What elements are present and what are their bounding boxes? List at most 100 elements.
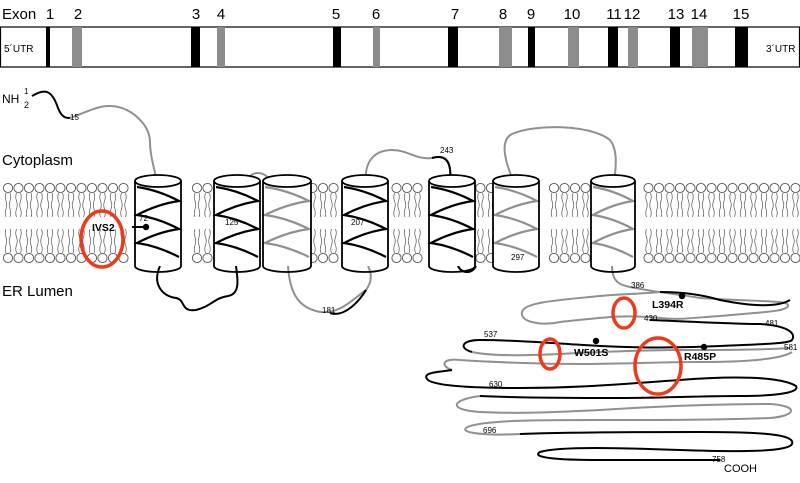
residue-297: 297 bbox=[511, 253, 525, 262]
c-terminus-label: COOH bbox=[724, 463, 757, 475]
lipid bbox=[790, 182, 800, 264]
mutation-l394r: L394R bbox=[652, 299, 684, 311]
cyto-loop-5 bbox=[503, 126, 617, 183]
lipid bbox=[13, 182, 24, 264]
exon-block-12 bbox=[628, 27, 638, 67]
exon-number-3: 3 bbox=[192, 6, 200, 23]
r485p-site-dot bbox=[700, 343, 708, 351]
lumen-loop-2-black bbox=[329, 289, 367, 315]
exon-block-8 bbox=[499, 27, 512, 67]
strand-630 bbox=[425, 369, 798, 400]
exon-block-6 bbox=[373, 27, 380, 67]
exon-label: Exon bbox=[2, 6, 36, 23]
lipid bbox=[748, 182, 759, 264]
exon-number-5: 5 bbox=[332, 6, 340, 23]
mutation-r485p: R485P bbox=[684, 351, 716, 363]
exon-block-7 bbox=[448, 27, 458, 67]
lipid bbox=[653, 182, 665, 264]
exon-block-3 bbox=[191, 27, 200, 67]
exon-number-15: 15 bbox=[733, 6, 750, 23]
exon-number-2: 2 bbox=[74, 6, 82, 23]
lipid bbox=[685, 182, 696, 264]
exon-number-6: 6 bbox=[372, 6, 380, 23]
loops bbox=[31, 90, 627, 315]
strand-386-430 bbox=[520, 285, 789, 325]
exon-number-13: 13 bbox=[668, 6, 685, 23]
lipid bbox=[202, 182, 213, 264]
lumen-loop-1 bbox=[156, 265, 239, 312]
residue-125: 125 bbox=[225, 218, 239, 227]
lipid bbox=[191, 182, 203, 264]
l394r-site-dot bbox=[678, 292, 686, 300]
tm-helix-4 bbox=[340, 174, 390, 273]
gene-bar bbox=[0, 26, 800, 68]
n-terminus-label: NH bbox=[2, 92, 19, 106]
lipid bbox=[664, 182, 675, 264]
lipid bbox=[559, 182, 570, 264]
lipid bbox=[317, 182, 329, 264]
n-terminus-subscript: 2 bbox=[24, 100, 29, 110]
lipid bbox=[674, 182, 686, 264]
residue-581: 581 bbox=[784, 343, 798, 352]
cytoplasm-label: Cytoplasm bbox=[2, 152, 73, 169]
residue-386: 386 bbox=[631, 281, 645, 290]
tm-helix-3 bbox=[261, 174, 313, 273]
exon-block-11 bbox=[608, 27, 618, 67]
utr-3-label: 3´UTR bbox=[766, 43, 795, 55]
strand-581 bbox=[443, 351, 793, 371]
residue-181: 181 bbox=[322, 306, 336, 315]
tm-helix-6 bbox=[491, 174, 541, 273]
strand-l394r bbox=[659, 291, 791, 307]
r485p-highlight-ring bbox=[633, 336, 683, 396]
mutation-w501s: W501S bbox=[574, 347, 608, 359]
n-term-segment bbox=[31, 90, 71, 119]
residue-537: 537 bbox=[484, 330, 498, 339]
transmembrane-helices bbox=[133, 174, 637, 273]
mutation-ivs2: IVS2 bbox=[92, 222, 115, 234]
lipid bbox=[391, 182, 402, 264]
residue-207: 207 bbox=[351, 218, 365, 227]
exon-number-7: 7 bbox=[451, 6, 459, 23]
lipid bbox=[44, 182, 56, 264]
strand-696 bbox=[455, 395, 792, 436]
lipid bbox=[23, 182, 35, 264]
exon-number-1: 1 bbox=[46, 6, 54, 23]
lipid bbox=[695, 182, 707, 264]
w501s-highlight-ring bbox=[538, 337, 562, 371]
lipid bbox=[758, 182, 770, 264]
lumen-loop-2-gray bbox=[287, 265, 372, 314]
lipid bbox=[706, 182, 717, 264]
exon-block-13 bbox=[670, 27, 680, 67]
lipid bbox=[65, 182, 77, 264]
er-lumen-label: ER Lumen bbox=[2, 283, 73, 300]
exon-number-9: 9 bbox=[527, 6, 535, 23]
residue-481: 481 bbox=[765, 319, 779, 328]
lipid bbox=[737, 182, 749, 264]
exon-number-4: 4 bbox=[217, 6, 225, 23]
exon-block-4 bbox=[217, 27, 225, 67]
lipid bbox=[34, 182, 45, 264]
lipid bbox=[580, 182, 591, 264]
lipid bbox=[769, 182, 780, 264]
residue-15: 15 bbox=[70, 113, 79, 122]
tm-helix-7 bbox=[589, 174, 637, 273]
residue-696: 696 bbox=[483, 426, 497, 435]
exon-block-15 bbox=[735, 27, 748, 67]
residue-labels: 15 72 125 207 243 297 181 386 430 481 53… bbox=[70, 113, 798, 464]
residue-630: 630 bbox=[489, 380, 503, 389]
tm7-exit bbox=[611, 265, 627, 287]
exon-number-10: 10 bbox=[564, 6, 581, 23]
lumenal-domain bbox=[425, 285, 798, 462]
exon-block-9 bbox=[528, 27, 535, 67]
exon-number-14: 14 bbox=[691, 6, 708, 23]
residue-758: 758 bbox=[712, 455, 726, 464]
exon-block-14 bbox=[692, 27, 708, 67]
w501s-site-dot bbox=[592, 337, 600, 345]
lipid bbox=[97, 182, 108, 264]
tm-helix-1 bbox=[133, 174, 183, 273]
lipid bbox=[548, 182, 560, 264]
exon-block-2 bbox=[72, 27, 82, 67]
